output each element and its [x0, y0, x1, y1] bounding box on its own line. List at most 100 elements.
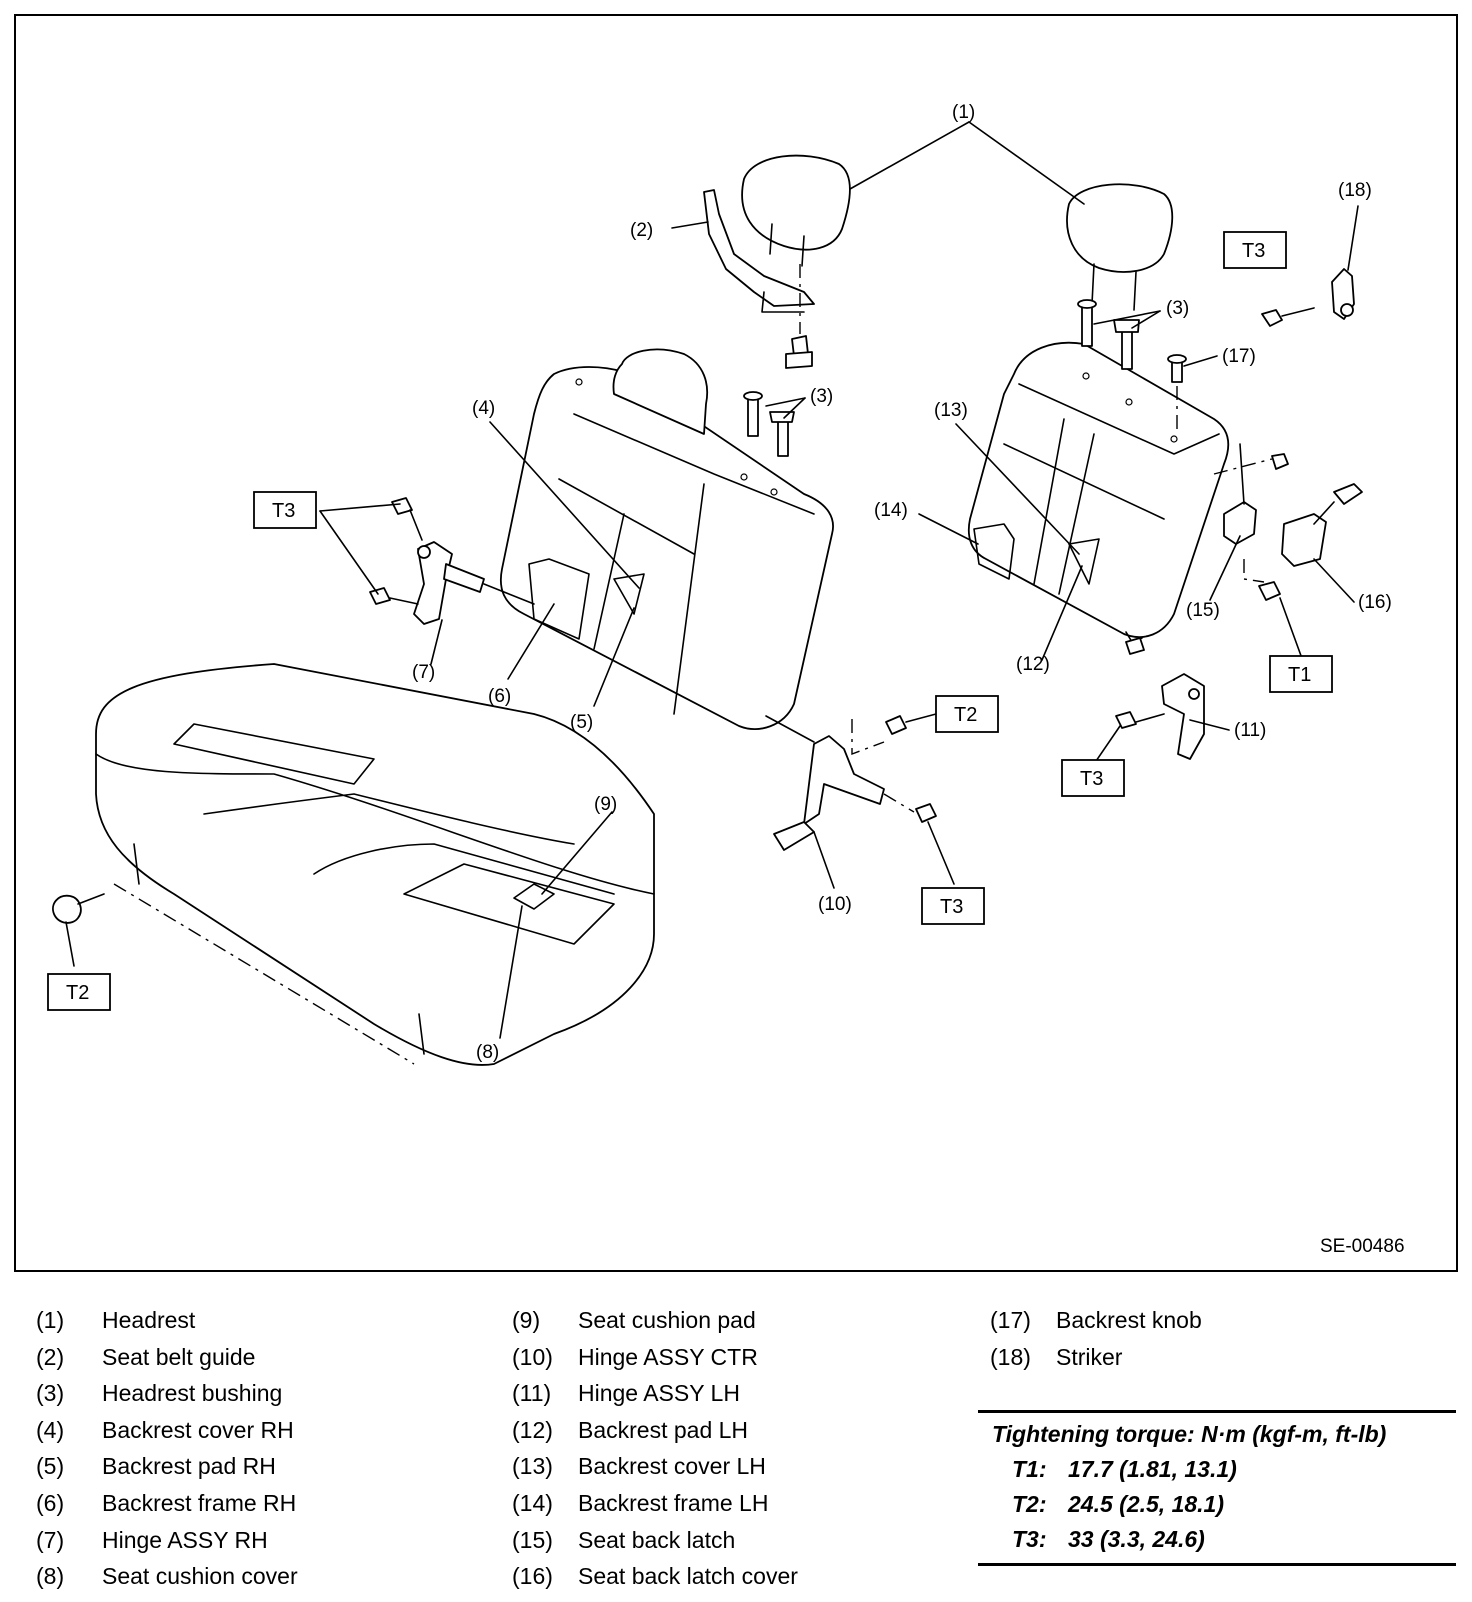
parts-legend: (1) Headrest (2) Seat belt guide (3) Headrest… — [36, 1302, 1456, 1592]
cushion-bolt — [52, 893, 105, 924]
legend-item-number: (11) — [512, 1380, 552, 1407]
hinge-assy-lh — [1115, 637, 1205, 760]
torque-row-t1: T1:17.7 (1.81, 13.1) — [1012, 1456, 1237, 1482]
torque-row-t3: T3:33 (3.3, 24.6) — [1012, 1526, 1205, 1552]
legend-item: (11)Hinge ASSY LH — [512, 1375, 798, 1412]
legend-item-label: Hinge ASSY CTR — [578, 1343, 758, 1370]
legend-column-3: (17)Backrest knob (18) Striker — [990, 1302, 1202, 1375]
legend-item-number: (12) — [512, 1416, 553, 1443]
legend-item-label: Seat back latch — [578, 1526, 736, 1553]
torque-box-t3-hinge-lh: T3 — [1080, 768, 1103, 790]
legend-item-number: (3) — [36, 1380, 65, 1407]
legend-item: (18) Striker — [990, 1339, 1202, 1376]
callout-17: (17) — [1222, 346, 1256, 367]
legend-item-number: (2) — [36, 1343, 65, 1370]
hinge-assy-rh — [369, 497, 535, 625]
legend-item-number: (6) — [36, 1489, 65, 1516]
legend-item-label: Striker — [1056, 1343, 1123, 1370]
callout-2: (2) — [630, 220, 653, 241]
callout-8: (8) — [476, 1042, 499, 1063]
torque-box-t2-cushion: T2 — [66, 982, 89, 1004]
legend-item-label: Headrest — [102, 1307, 196, 1333]
seat-back-latch — [1213, 443, 1289, 601]
torque-heading: Tightening torque: N·m (kgf-m, ft-lb) — [992, 1421, 1387, 1447]
callout-3a: (3) — [1166, 298, 1189, 319]
legend-item-label: Seat cushion cover — [102, 1563, 298, 1590]
seat-back-latch-cover — [1281, 483, 1363, 567]
exploded-diagram: (1) (2) (3) (3) (4) (5) (6) (7) (8) (9) … — [14, 14, 1458, 1272]
legend-item: (4)Backrest cover RH — [36, 1412, 298, 1449]
legend-item: (16)Seat back latch cover — [512, 1558, 798, 1595]
legend-item-number: (9) — [512, 1307, 541, 1333]
legend-item-number: (5) — [36, 1453, 65, 1480]
torque-box-t3-hinge-rh: T3 — [272, 500, 295, 522]
callout-18: (18) — [1338, 180, 1372, 201]
legend-item: (3) Headrest bushing — [36, 1375, 298, 1412]
legend-item-label: Backrest frame LH — [578, 1489, 769, 1516]
legend-item-label: Backrest knob — [1056, 1307, 1202, 1333]
legend-item-label: Backrest pad LH — [578, 1416, 749, 1443]
seat-cushion — [95, 663, 655, 1066]
callout-9: (9) — [594, 794, 617, 815]
headrest-right — [1066, 183, 1174, 311]
legend-item: (1) Headrest — [36, 1302, 298, 1339]
callout-16: (16) — [1358, 592, 1392, 613]
legend-item: (15) Seat back latch — [512, 1522, 798, 1559]
legend-item: (7) Hinge ASSY RH — [36, 1522, 298, 1559]
legend-item: (8)Seat cushion cover — [36, 1558, 298, 1595]
callout-labels: (1) (2) (3) (3) (4) (5) (6) (7) (8) (9) … — [412, 102, 1405, 1257]
torque-row-t2: T2:24.5 (2.5, 18.1) — [1012, 1491, 1224, 1517]
legend-column-2: (9) Seat cushion pad (10) Hinge ASSY CTR (11… — [512, 1302, 798, 1595]
legend-item-number: (10) — [512, 1343, 553, 1370]
legend-item-number: (7) — [36, 1526, 65, 1553]
hinge-assy-ctr — [765, 715, 937, 851]
callout-11: (11) — [1234, 720, 1266, 741]
legend-item-number: (4) — [36, 1416, 65, 1443]
legend-item: (12) Backrest pad LH — [512, 1412, 798, 1449]
callout-1: (1) — [952, 102, 975, 123]
torque-box-t3-hinge-ctr: T3 — [940, 896, 963, 918]
legend-item-number: (14) — [512, 1489, 553, 1516]
legend-item-number: (15) — [512, 1526, 553, 1553]
torque-boxes: T3 T3 T2 T3 T1 T3 T2 — [47, 231, 1333, 1011]
legend-item: (13)Backrest cover LH — [512, 1448, 798, 1485]
callout-14: (14) — [874, 500, 908, 521]
legend-item-label: Seat belt guide — [102, 1343, 256, 1370]
legend-item-label: Hinge ASSY RH — [102, 1526, 268, 1553]
callout-10: (10) — [818, 894, 852, 915]
legend-item: (17)Backrest knob — [990, 1302, 1202, 1339]
legend-item: (14) Backrest frame LH — [512, 1485, 798, 1522]
backrest-knob — [1167, 354, 1187, 434]
headrest-left — [741, 154, 851, 267]
torque-box-t2-hinge-ctr: T2 — [954, 704, 977, 726]
legend-item-label: Headrest bushing — [102, 1380, 283, 1407]
legend-item-number: (1) — [36, 1307, 65, 1333]
legend-item: (2) Seat belt guide — [36, 1339, 298, 1376]
backrest-lh — [967, 341, 1230, 643]
legend-item-number: (18) — [990, 1343, 1031, 1370]
seat-belt-guide — [703, 189, 815, 369]
callout-3b: (3) — [810, 386, 833, 407]
figure-code: SE-00486 — [1320, 1236, 1405, 1257]
backrest-rh — [500, 348, 834, 730]
callout-7: (7) — [412, 662, 435, 683]
torque-table: Tightening torque: N·m (kgf-m, ft-lb) T1… — [978, 1410, 1456, 1566]
callout-6: (6) — [488, 686, 511, 707]
legend-item-label: Backrest pad RH — [102, 1453, 276, 1480]
callout-4: (4) — [472, 398, 495, 419]
callout-12: (12) — [1016, 654, 1050, 675]
leader-lines — [65, 121, 1359, 1039]
striker — [1261, 268, 1355, 327]
legend-item: (5) Backrest pad RH — [36, 1448, 298, 1485]
callout-13: (13) — [934, 400, 968, 421]
legend-item: (6) Backrest frame RH — [36, 1485, 298, 1522]
headrest-bushing-lh — [1077, 299, 1140, 370]
torque-box-t1-latch: T1 — [1288, 664, 1311, 686]
legend-item-label: Backrest frame RH — [102, 1489, 297, 1516]
legend-item-label: Seat back latch cover — [578, 1563, 798, 1590]
legend-item-label: Backrest cover LH — [578, 1453, 766, 1480]
callout-5: (5) — [570, 712, 593, 733]
legend-column-1: (1) Headrest (2) Seat belt guide (3) Headrest… — [36, 1302, 298, 1595]
legend-item: (9) Seat cushion pad — [512, 1302, 798, 1339]
legend-item-label: Seat cushion pad — [578, 1307, 756, 1333]
